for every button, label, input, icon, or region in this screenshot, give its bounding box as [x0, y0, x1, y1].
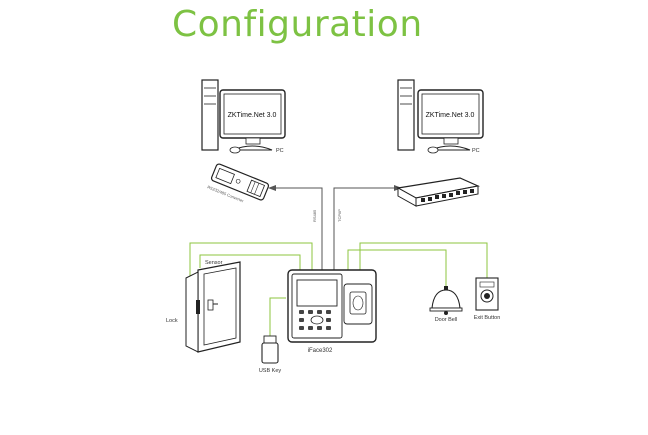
terminal-label: iFace302: [308, 348, 333, 354]
converter: RS232/485 Converter: [207, 163, 270, 204]
exit-button-label: Exit Button: [474, 315, 501, 321]
door: Sensor Lock: [166, 260, 241, 353]
network-wires: [270, 187, 398, 272]
pc-right-label: PC: [472, 148, 480, 154]
pc-right: ZKTime.Net 3.0 PC: [397, 79, 484, 154]
lock-label: Lock: [166, 318, 178, 324]
tcpip-link-label: TCP/IP: [337, 209, 342, 222]
accessory-wires: [189, 242, 488, 336]
rs485-link-label: RS485: [312, 209, 317, 222]
network-switch: [396, 177, 480, 207]
usb-key: USB Key: [259, 335, 282, 374]
terminal: iFace302: [287, 269, 377, 354]
pc-left-label: PC: [276, 148, 284, 154]
pc-right-screen-text: ZKTime.Net 3.0: [426, 112, 475, 119]
exit-button: Exit Button: [474, 277, 501, 321]
door-bell-label: Door Bell: [435, 317, 458, 323]
door-bell: Door Bell: [429, 286, 463, 323]
pc-left-screen-text: ZKTime.Net 3.0: [228, 112, 277, 119]
usb-key-label: USB Key: [259, 368, 282, 374]
sensor-label: Sensor: [205, 260, 223, 266]
page-title: Configuration: [172, 4, 423, 45]
pc-left: ZKTime.Net 3.0 PC: [201, 79, 286, 154]
